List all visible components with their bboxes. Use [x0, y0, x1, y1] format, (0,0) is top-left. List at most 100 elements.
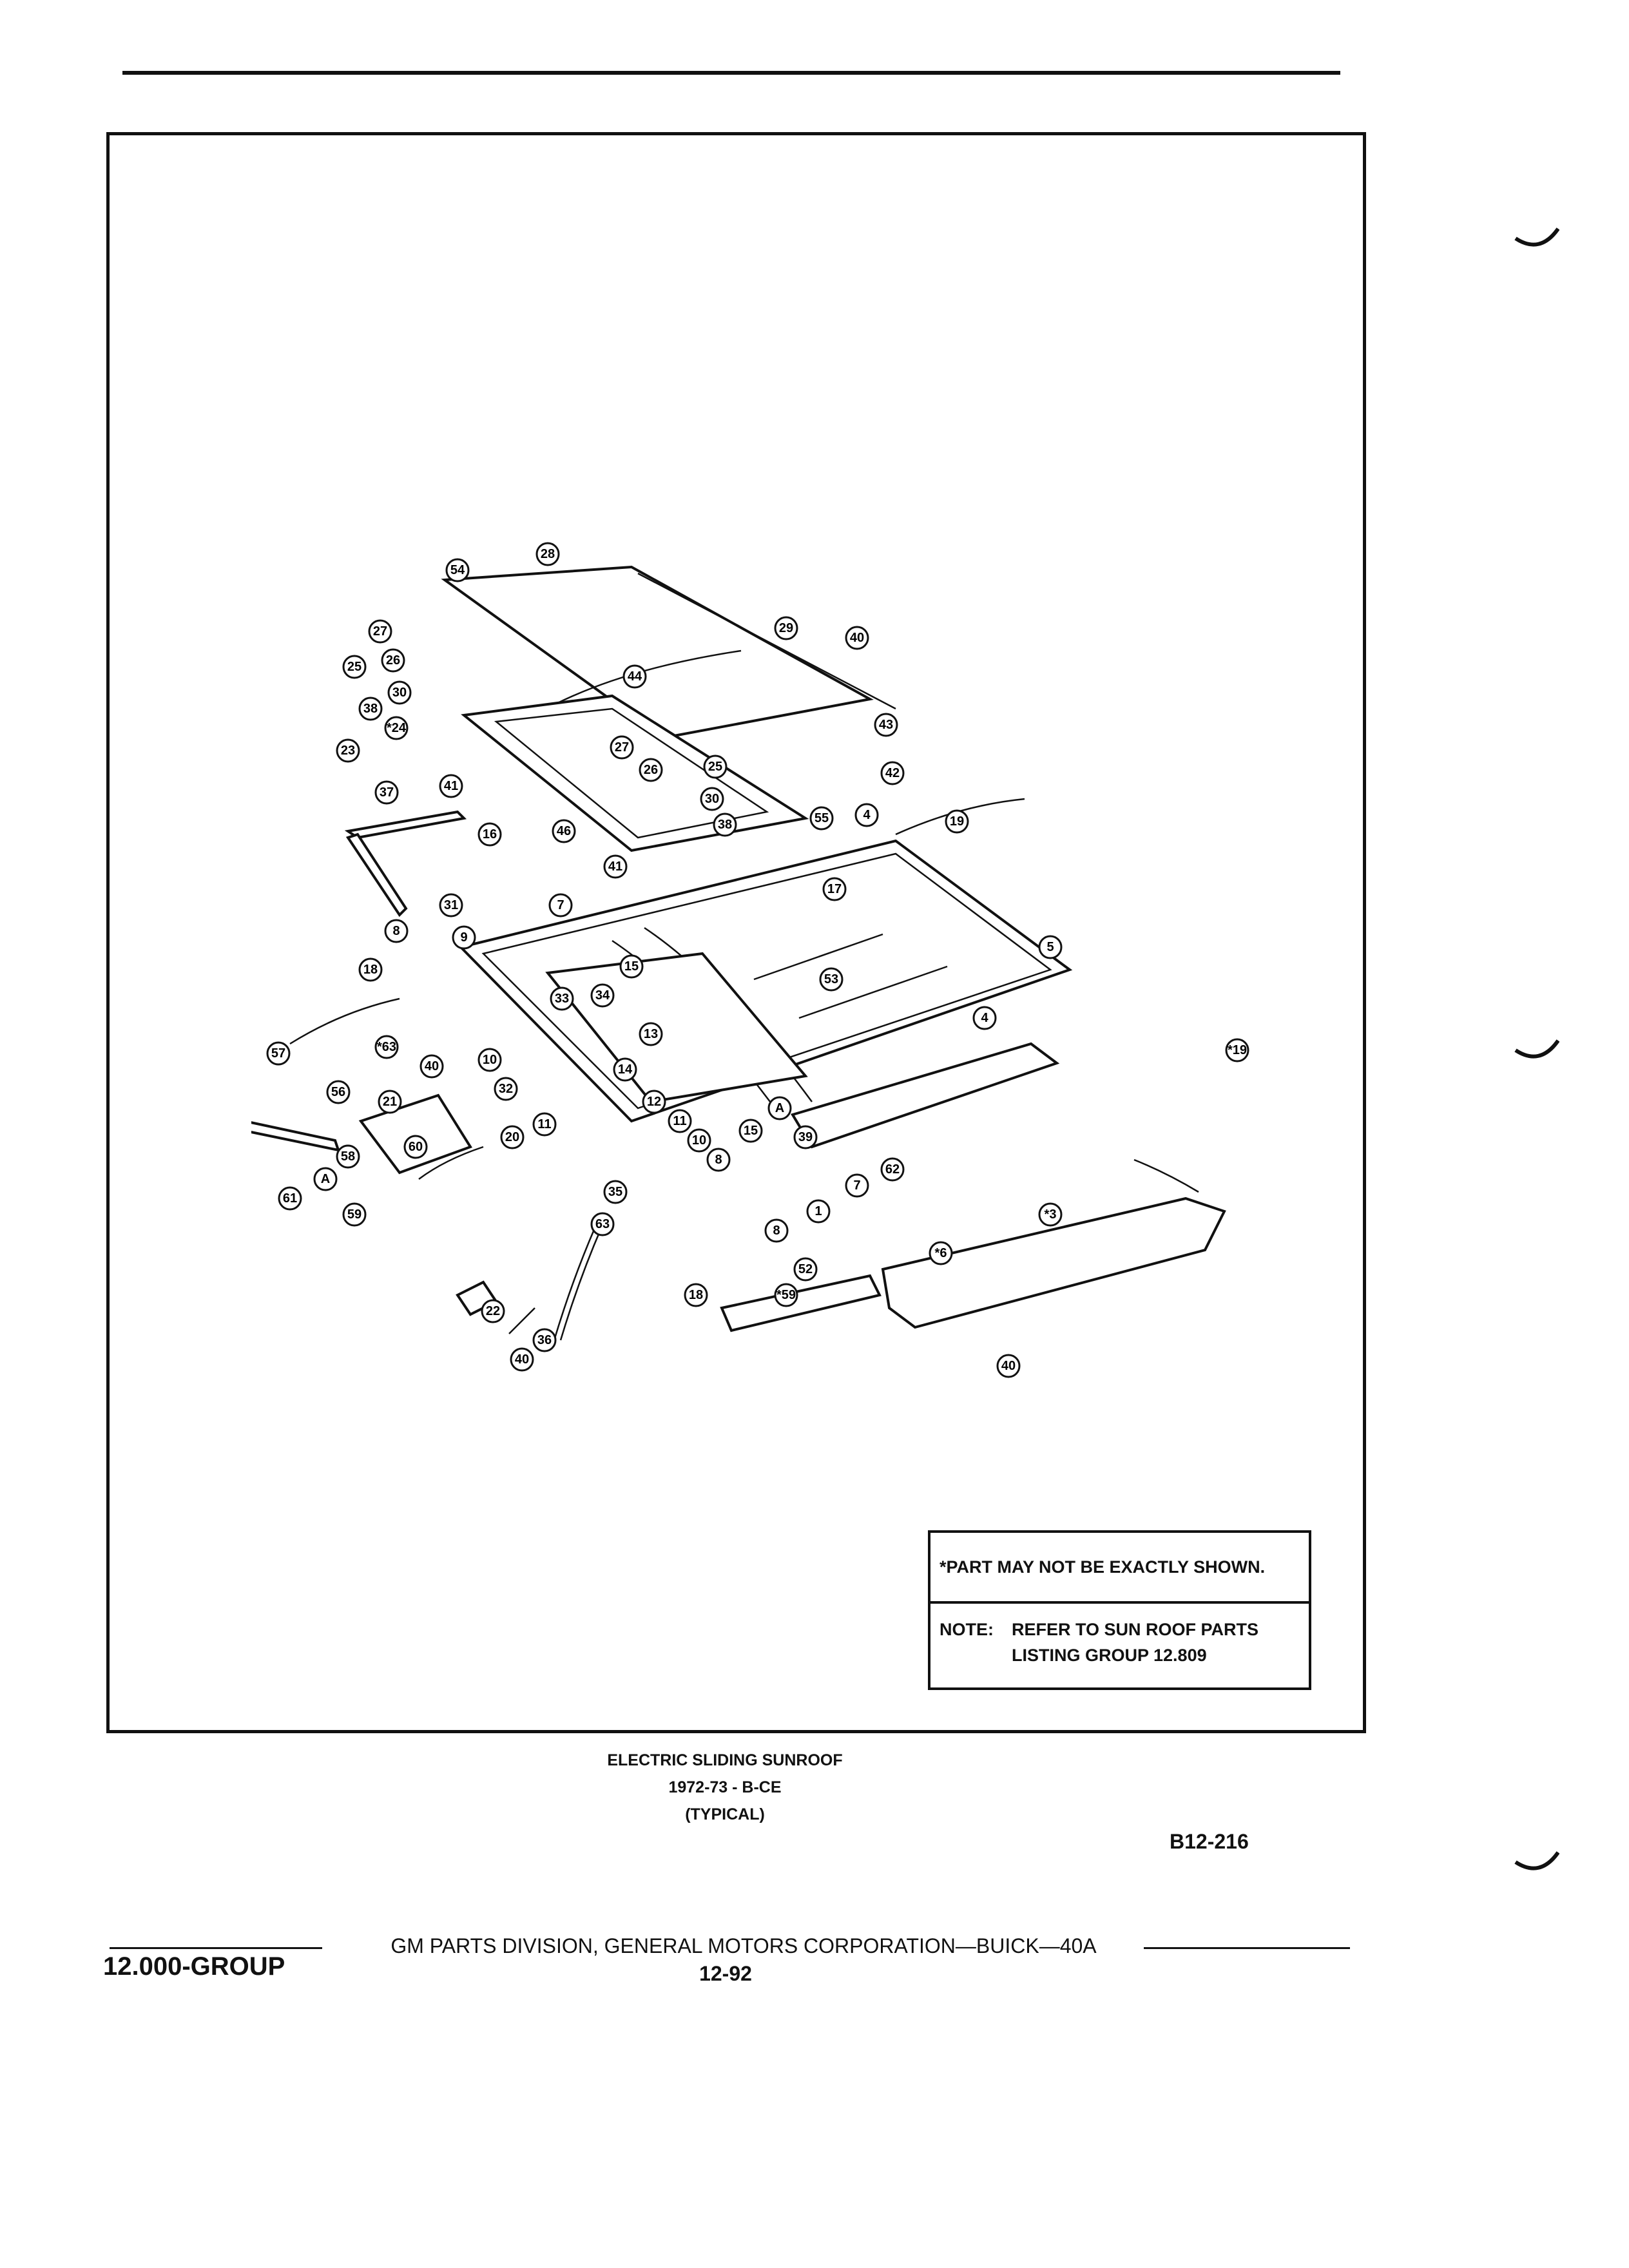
svg-text:30: 30	[705, 792, 719, 806]
svg-text:62: 62	[885, 1162, 900, 1177]
callout-39: 39	[793, 1125, 818, 1149]
crank-shaft	[244, 1119, 340, 1152]
callout-A: A	[767, 1096, 792, 1120]
binder-mark-bottom	[1514, 1851, 1559, 1870]
callout-19: 19	[945, 809, 969, 834]
svg-text:14: 14	[618, 1062, 633, 1077]
svg-text:A: A	[321, 1172, 330, 1186]
svg-text:31: 31	[444, 898, 458, 912]
svg-text:25: 25	[708, 760, 722, 774]
svg-text:43: 43	[879, 718, 893, 732]
svg-text:26: 26	[386, 653, 400, 668]
footer-rule-left	[110, 1947, 322, 1949]
svg-text:5: 5	[1046, 940, 1054, 954]
svg-text:12: 12	[647, 1095, 661, 1109]
callout-57: 57	[266, 1041, 291, 1066]
svg-text:33: 33	[555, 992, 569, 1006]
figure-frame	[106, 132, 1366, 1733]
svg-text:10: 10	[483, 1053, 497, 1067]
callout-41b: 41	[603, 854, 628, 879]
part-disclaimer: *PART MAY NOT BE EXACTLY SHOWN.	[930, 1533, 1309, 1604]
callout-60: 60	[403, 1135, 428, 1159]
svg-text:34: 34	[595, 988, 610, 1003]
rear-trough	[790, 1042, 1060, 1149]
callout-36: 36	[532, 1328, 557, 1352]
callout-38: 38	[358, 697, 383, 721]
callout-13: 13	[639, 1022, 663, 1046]
callout-28: 28	[535, 542, 560, 566]
svg-text:23: 23	[341, 744, 355, 758]
svg-text:10: 10	[692, 1133, 706, 1148]
callout-22: 22	[481, 1299, 505, 1323]
svg-text:17: 17	[827, 882, 842, 896]
svg-text:13: 13	[644, 1027, 658, 1041]
note-text-line1: REFER TO SUN ROOF PARTS	[1012, 1620, 1259, 1639]
callout-32: 32	[494, 1077, 518, 1101]
figure-id: B12-216	[1170, 1830, 1249, 1853]
callout-53: 53	[819, 967, 843, 992]
callout-16: 16	[477, 822, 502, 847]
callout-27b: 27	[610, 735, 634, 760]
svg-text:A: A	[775, 1101, 784, 1115]
callout-42: 42	[880, 761, 905, 785]
callout-4b: 4	[972, 1006, 997, 1030]
callout-25: 25	[342, 655, 367, 679]
svg-text:63: 63	[595, 1217, 610, 1231]
callout-8c: 8	[764, 1218, 789, 1243]
callout-18: 18	[358, 957, 383, 982]
callout-24: *24	[384, 716, 409, 740]
callout-11: 11	[532, 1112, 557, 1137]
svg-text:27: 27	[615, 740, 629, 754]
svg-text:46: 46	[557, 824, 571, 838]
svg-text:42: 42	[885, 766, 900, 780]
callout-11b: 11	[668, 1109, 692, 1133]
note-box: *PART MAY NOT BE EXACTLY SHOWN. NOTE: RE…	[928, 1530, 1311, 1690]
svg-text:52: 52	[798, 1262, 813, 1276]
callout-58: 58	[336, 1144, 360, 1169]
note-row: NOTE: REFER TO SUN ROOF PARTS LISTING GR…	[930, 1604, 1309, 1681]
svg-text:21: 21	[383, 1095, 397, 1109]
caption-years: 1972-73 - B-CE	[668, 1778, 782, 1796]
svg-text:29: 29	[779, 621, 793, 635]
group-label: 12.000-GROUP	[103, 1952, 285, 1981]
callout-10: 10	[477, 1048, 502, 1072]
top-rule	[122, 71, 1340, 75]
callout-40d: 40	[996, 1354, 1021, 1378]
svg-text:4: 4	[981, 1011, 988, 1025]
svg-text:*63: *63	[377, 1040, 396, 1054]
svg-text:59: 59	[347, 1207, 361, 1222]
svg-text:18: 18	[363, 963, 378, 977]
svg-text:40: 40	[425, 1059, 439, 1073]
sunroof-exploded-view: 54 28 29 40 27 26 25 30 38 *24 23 37 41 …	[244, 542, 1249, 1378]
shim	[720, 1274, 882, 1332]
svg-text:37: 37	[380, 785, 394, 800]
callout-44: 44	[622, 664, 647, 689]
callout-59: 59	[342, 1202, 367, 1227]
svg-text:38: 38	[718, 818, 732, 832]
callout-25b: 25	[703, 754, 728, 779]
callout-62: 62	[880, 1157, 905, 1182]
callout-7: 7	[548, 893, 573, 918]
binder-mark-top	[1514, 227, 1559, 247]
svg-text:11: 11	[537, 1117, 551, 1131]
svg-text:30: 30	[392, 686, 407, 700]
svg-text:*6: *6	[935, 1246, 947, 1260]
callout-33: 33	[550, 986, 574, 1011]
svg-text:25: 25	[347, 660, 361, 674]
callout-4: 4	[854, 803, 879, 827]
side-strip	[345, 832, 408, 918]
svg-text:19: 19	[950, 814, 964, 829]
callout-9: 9	[452, 925, 476, 950]
callout-26: 26	[381, 648, 405, 673]
svg-text:28: 28	[541, 547, 555, 561]
callout-15: 15	[619, 954, 644, 979]
callout-38b: 38	[713, 812, 737, 837]
note-label: NOTE:	[940, 1620, 994, 1639]
callout-7b: 7	[845, 1173, 869, 1198]
callout-55: 55	[809, 806, 834, 831]
callout-21: 21	[378, 1090, 402, 1114]
svg-text:26: 26	[644, 763, 658, 777]
svg-text:1: 1	[815, 1204, 822, 1218]
svg-text:11: 11	[673, 1114, 686, 1128]
callout-46: 46	[552, 819, 576, 843]
